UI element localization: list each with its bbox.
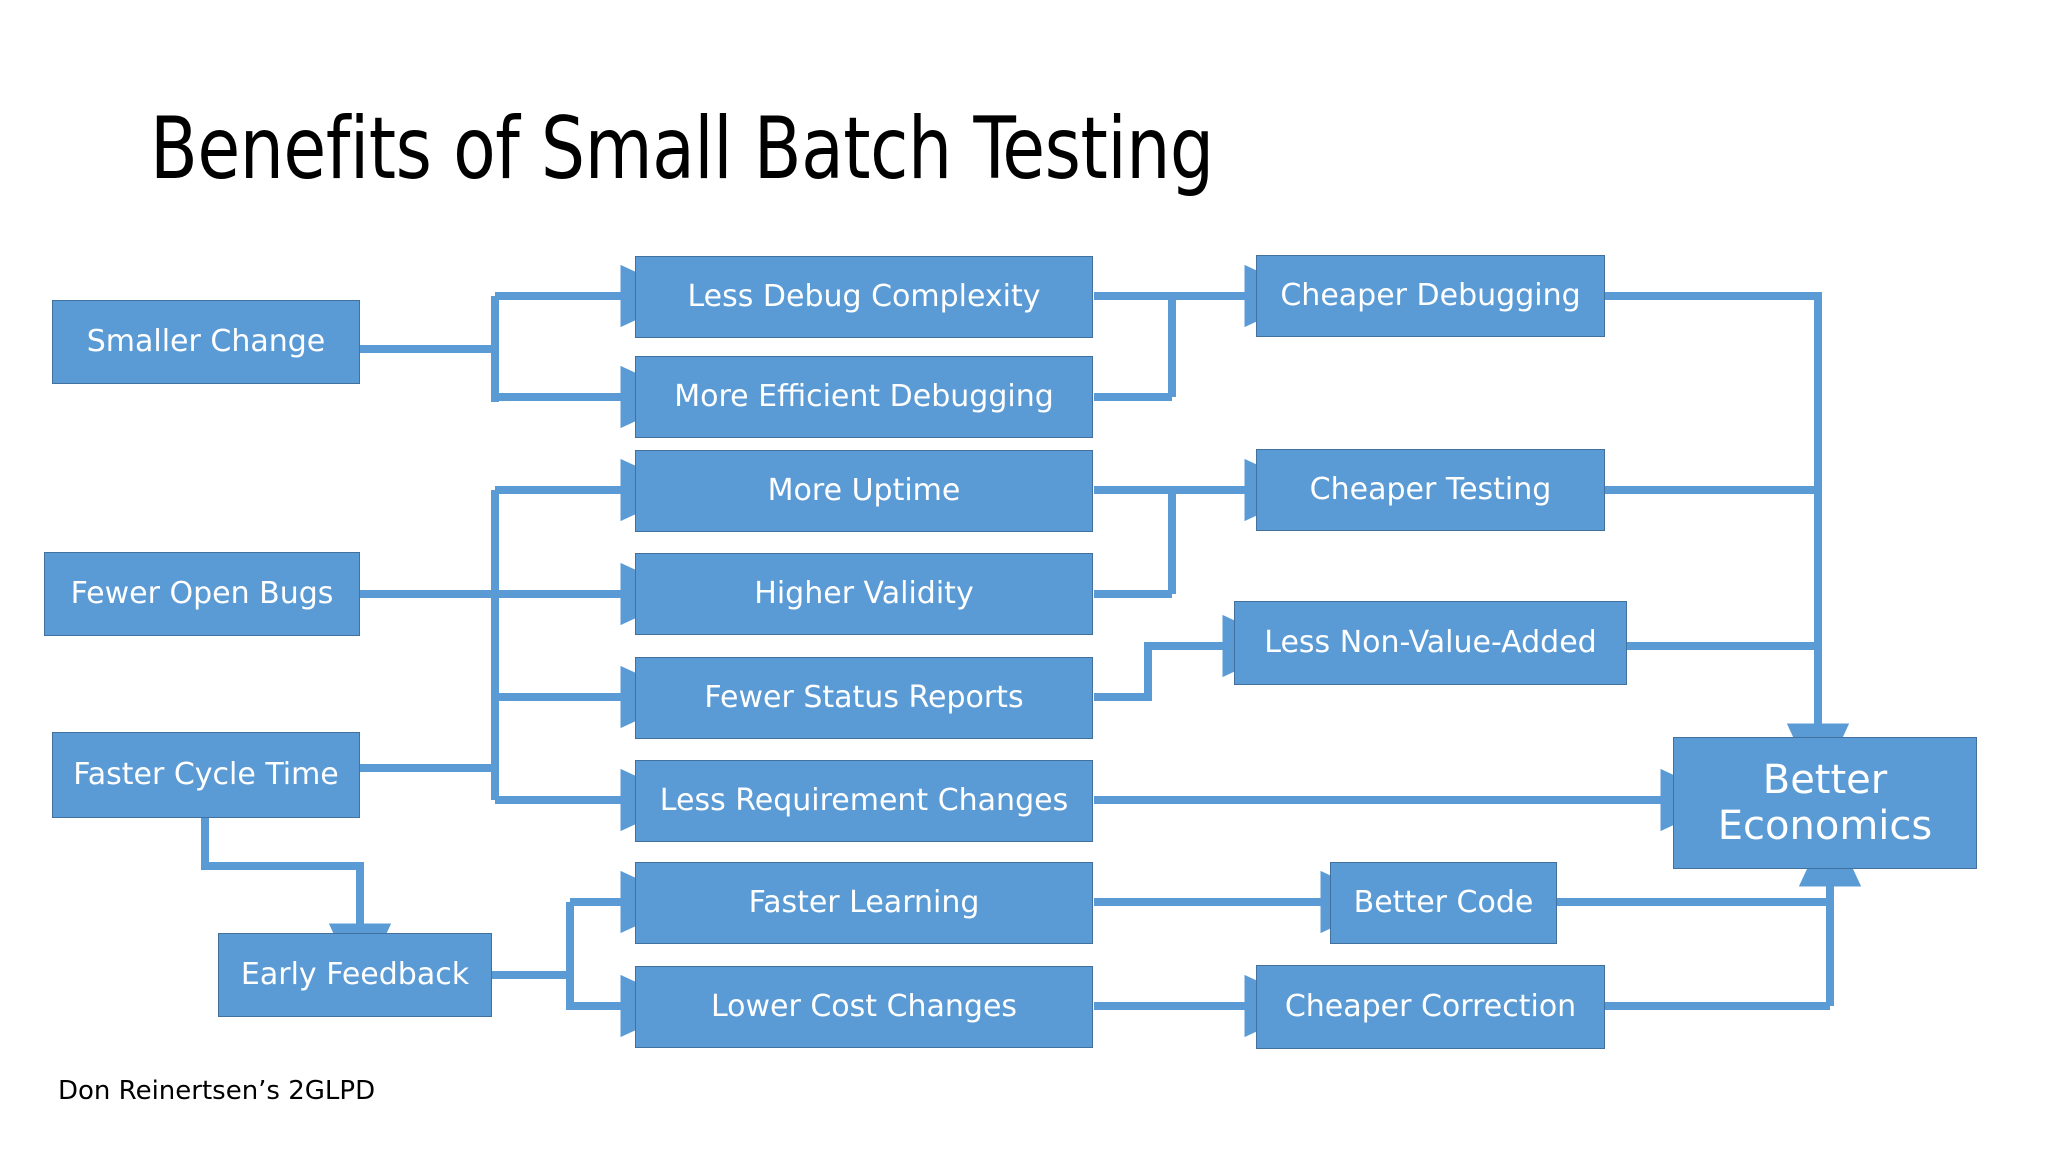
source-attribution: Don Reinertsen’s 2GLPD	[58, 1076, 376, 1106]
edge-better-code-to-goal-h	[1555, 885, 1834, 906]
node-faster-learning[interactable]: Faster Learning	[635, 862, 1093, 944]
node-better-code[interactable]: Better Code	[1330, 862, 1557, 944]
node-faster-cycle-time[interactable]: Faster Cycle Time	[52, 732, 360, 818]
node-label: More Efficient Debugging	[674, 379, 1054, 415]
edge-to-less-non-value-added	[1094, 614, 1290, 701]
node-label: Fewer Status Reports	[704, 680, 1024, 716]
node-cheaper-debugging[interactable]: Cheaper Debugging	[1256, 255, 1605, 337]
node-label: Lower Cost Changes	[710, 989, 1018, 1025]
node-label: Faster Learning	[748, 885, 980, 921]
node-fewer-status-reports[interactable]: Fewer Status Reports	[635, 657, 1093, 739]
node-cheaper-correction[interactable]: Cheaper Correction	[1256, 965, 1605, 1049]
node-label: Less Debug Complexity	[687, 279, 1041, 315]
node-label: Fewer Open Bugs	[70, 576, 334, 612]
node-label: Cheaper Debugging	[1280, 278, 1581, 314]
node-higher-validity[interactable]: Higher Validity	[635, 553, 1093, 635]
node-early-feedback[interactable]: Early Feedback	[218, 933, 492, 1017]
node-label: Better Code	[1353, 885, 1534, 921]
node-label: Cheaper Testing	[1309, 472, 1552, 508]
node-label: Early Feedback	[240, 957, 470, 993]
node-label: Smaller Change	[86, 324, 326, 360]
node-smaller-change[interactable]: Smaller Change	[52, 300, 360, 384]
node-less-non-value-added[interactable]: Less Non-Value-Added	[1234, 601, 1627, 685]
node-label: More Uptime	[767, 473, 961, 509]
node-label: Cheaper Correction	[1284, 989, 1577, 1025]
node-label: Higher Validity	[754, 576, 974, 612]
node-less-requirement-changes[interactable]: Less Requirement Changes	[635, 760, 1093, 842]
node-label: Better Economics	[1717, 756, 1933, 849]
node-less-debug-complexity[interactable]: Less Debug Complexity	[635, 256, 1093, 338]
node-more-uptime[interactable]: More Uptime	[635, 450, 1093, 532]
node-label: Less Non-Value-Added	[1264, 625, 1597, 661]
page-title: Benefits of Small Batch Testing	[150, 99, 1214, 199]
edge-to-early-feedback	[201, 818, 392, 991]
node-more-efficient-debugging[interactable]: More Efficient Debugging	[635, 356, 1093, 438]
node-fewer-open-bugs[interactable]: Fewer Open Bugs	[44, 552, 360, 636]
node-label: Faster Cycle Time	[73, 757, 339, 793]
node-label: Less Requirement Changes	[659, 783, 1069, 819]
node-better-economics[interactable]: Better Economics	[1673, 737, 1977, 869]
node-lower-cost-changes[interactable]: Lower Cost Changes	[635, 966, 1093, 1048]
edge-cheaper-debugging-to-goal	[1605, 292, 1850, 791]
node-cheaper-testing[interactable]: Cheaper Testing	[1256, 449, 1605, 531]
